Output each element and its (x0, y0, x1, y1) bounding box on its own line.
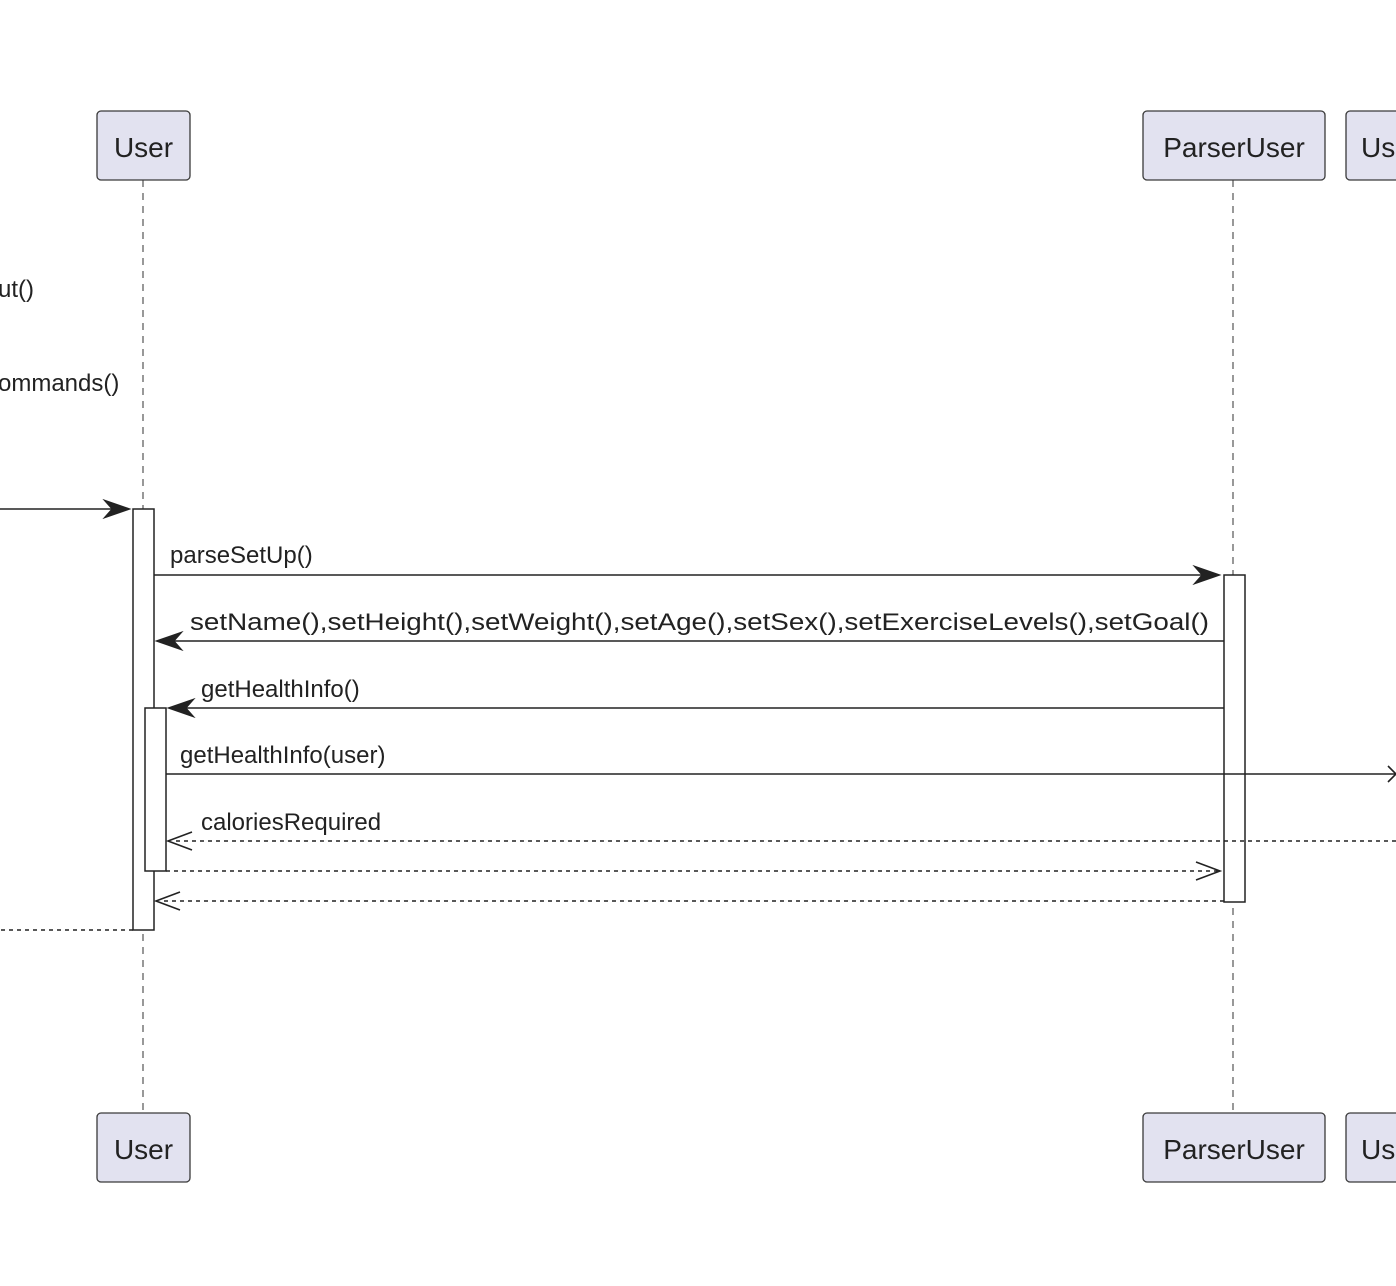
participant-label: User (114, 132, 173, 163)
message-label: parseSetUp() (170, 542, 313, 569)
clipped-message-label: ut() (0, 276, 34, 303)
message-calories-required[interactable]: caloriesRequired (165, 809, 1396, 851)
clipped-message-label: ommands() (0, 370, 119, 397)
message-label: getHealthInfo(user) (180, 742, 385, 769)
participant-third-bottom[interactable]: Us (1345, 1112, 1396, 1183)
participant-label: Us (1361, 1134, 1395, 1165)
participant-third-top[interactable]: Us (1345, 110, 1396, 181)
arrow-head (1387, 765, 1396, 783)
participant-label: Us (1361, 132, 1395, 163)
participant-user-bottom[interactable]: User (96, 1112, 191, 1183)
participant-user-top[interactable]: User (96, 110, 191, 181)
message-get-health-info[interactable]: getHealthInfo() (166, 676, 1224, 719)
participant-label: User (114, 1134, 173, 1165)
participant-box (96, 1112, 191, 1183)
message-return-parseruser[interactable] (166, 861, 1223, 881)
participant-parseruser-bottom[interactable]: ParserUser (1142, 1112, 1326, 1183)
participant-box (1142, 110, 1326, 181)
message-setters[interactable]: setName(),setHeight(),setWeight(),setAge… (154, 609, 1224, 652)
message-label: setName(),setHeight(),setWeight(),setAge… (190, 609, 1209, 636)
arrow-head (165, 831, 193, 851)
participant-parseruser-top[interactable]: ParserUser (1142, 110, 1326, 181)
arrow-head (166, 697, 196, 719)
message-incoming[interactable] (0, 498, 132, 520)
activation-parseruser (1223, 574, 1246, 903)
arrow-head (153, 891, 181, 911)
participant-box (96, 110, 191, 181)
arrow-head (1195, 861, 1223, 881)
activation-user-inner (144, 707, 167, 872)
participant-label: ParserUser (1163, 132, 1305, 163)
participant-label: ParserUser (1163, 1134, 1305, 1165)
message-return-user[interactable] (153, 891, 1224, 911)
arrow-head (1192, 564, 1222, 586)
message-parse-setup[interactable]: parseSetUp() (154, 542, 1222, 586)
arrow-head (154, 630, 184, 652)
participant-box (1345, 1112, 1396, 1183)
arrow-head (102, 498, 132, 520)
message-label: getHealthInfo() (201, 676, 360, 703)
participant-box (1142, 1112, 1326, 1183)
participant-box (1345, 110, 1396, 181)
message-get-health-info-user[interactable]: getHealthInfo(user) (166, 742, 1396, 783)
message-label: caloriesRequired (201, 809, 381, 836)
